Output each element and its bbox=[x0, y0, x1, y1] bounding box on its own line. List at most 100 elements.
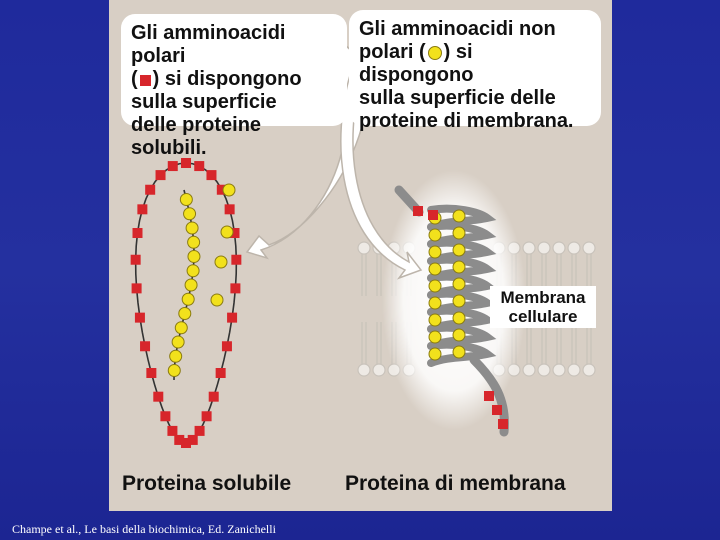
lipid-head bbox=[522, 363, 536, 377]
polar-residue bbox=[140, 341, 151, 352]
polar-residue bbox=[132, 228, 143, 238]
nonpolar-residue bbox=[428, 279, 442, 293]
polar-residue bbox=[155, 170, 166, 181]
nonpolar-residue bbox=[452, 226, 466, 240]
nonpolar-residue bbox=[167, 364, 181, 377]
helix-turn bbox=[427, 340, 497, 367]
polar-callout-line4: delle proteine solubili. bbox=[131, 114, 262, 159]
nonpolar-residue bbox=[452, 243, 466, 257]
membrane-protein-helix bbox=[394, 185, 509, 437]
polar-residue bbox=[215, 368, 226, 378]
nonpolar-residue bbox=[452, 311, 466, 325]
figure-panel: Gli amminoacidi polari () si dispongono … bbox=[109, 0, 612, 511]
nonpolar-residue bbox=[181, 292, 195, 306]
polar-residue bbox=[130, 254, 141, 265]
nonpolar-callout-line3: sulla superficie delle bbox=[359, 87, 556, 109]
lipid-head bbox=[567, 241, 581, 255]
nonpolar-residue bbox=[187, 250, 201, 263]
polar-residue bbox=[194, 161, 205, 172]
polar-residue bbox=[194, 425, 205, 436]
nonpolar-callout-line2: polari () si dispongono bbox=[359, 41, 591, 87]
lipid-head bbox=[552, 363, 566, 377]
polar-residue bbox=[221, 341, 232, 352]
polar-residue bbox=[131, 283, 142, 294]
membrane-protein-caption: Proteina di membrana bbox=[345, 472, 566, 495]
polar-residue bbox=[187, 434, 198, 445]
nonpolar-residue bbox=[179, 193, 193, 206]
polar-callout-line3: sulla superficie bbox=[131, 91, 277, 113]
nonpolar-residue bbox=[428, 262, 442, 276]
nonpolar-residue bbox=[178, 307, 192, 320]
nonpolar-callout-line1: Gli amminoacidi non bbox=[359, 18, 556, 40]
nonpolar-residue bbox=[428, 245, 442, 259]
polar-residue bbox=[230, 283, 241, 294]
nonpolar-residue bbox=[452, 209, 466, 223]
yellow-circle-icon bbox=[427, 46, 442, 60]
polar-residue bbox=[428, 210, 438, 220]
polar-residue bbox=[145, 184, 156, 195]
polar-residue bbox=[137, 204, 148, 215]
polar-residue bbox=[146, 368, 157, 378]
polar-residue bbox=[181, 438, 191, 448]
polar-callout-paren: ( bbox=[131, 68, 138, 90]
nonpolar-residue bbox=[428, 347, 442, 361]
polar-residue bbox=[413, 206, 423, 216]
polar-callout-line2-text: ) si dispongono bbox=[152, 68, 302, 90]
nonpolar-residue bbox=[185, 221, 199, 235]
polar-residue bbox=[216, 184, 227, 195]
polar-residue bbox=[227, 312, 238, 323]
lipid-head bbox=[522, 241, 536, 255]
soluble-protein-caption: Proteina solubile bbox=[122, 472, 292, 495]
lipid-head bbox=[537, 363, 551, 377]
polar-residue bbox=[229, 228, 240, 238]
lipid-head bbox=[372, 363, 386, 377]
nonpolar-residue bbox=[452, 277, 466, 291]
lipid-head bbox=[552, 241, 566, 255]
nonpolar-callout: Gli amminoacidi non polari () si dispong… bbox=[349, 10, 601, 132]
polar-residue bbox=[167, 425, 178, 436]
lipid-head bbox=[357, 363, 371, 377]
polar-callout-line1: Gli amminoacidi polari bbox=[131, 22, 286, 67]
polar-residue bbox=[224, 204, 235, 215]
polar-callout: Gli amminoacidi polari () si dispongono … bbox=[121, 14, 347, 159]
polar-residue bbox=[134, 312, 145, 323]
nonpolar-residue bbox=[174, 321, 188, 335]
nonpolar-residue bbox=[452, 345, 466, 359]
nonpolar-residue bbox=[452, 260, 466, 274]
membrane-label: Membrana cellulare bbox=[490, 286, 596, 328]
nonpolar-residue bbox=[428, 313, 442, 327]
polar-residue bbox=[231, 254, 242, 265]
polar-residue bbox=[160, 411, 171, 422]
nonpolar-residue bbox=[187, 235, 201, 249]
nonpolar-residue bbox=[183, 207, 197, 221]
nonpolar-residue bbox=[171, 335, 185, 349]
soluble-protein-chain bbox=[130, 158, 242, 448]
polar-residue bbox=[492, 405, 502, 415]
polar-residue bbox=[167, 161, 178, 172]
nonpolar-residue bbox=[428, 228, 442, 242]
lipid-head bbox=[582, 363, 596, 377]
polar-callout-line2: ( ) si dispongono bbox=[131, 68, 337, 91]
nonpolar-residue bbox=[220, 225, 234, 239]
nonpolar-residue bbox=[214, 255, 228, 269]
nonpolar-callout-paren: polari ( bbox=[359, 41, 426, 63]
lipid-head bbox=[567, 363, 581, 377]
source-credit: Champe et al., Le basi della biochimica,… bbox=[12, 522, 276, 536]
polar-residue bbox=[153, 391, 164, 402]
nonpolar-residue bbox=[210, 293, 224, 307]
nonpolar-callout-line2-text: ) si dispongono bbox=[359, 41, 474, 86]
nonpolar-residue bbox=[222, 183, 236, 197]
polar-residue bbox=[498, 419, 508, 429]
nonpolar-residue bbox=[452, 294, 466, 308]
polar-residue bbox=[201, 411, 212, 422]
polar-residue bbox=[181, 158, 191, 168]
nonpolar-residue bbox=[428, 330, 442, 344]
nonpolar-residue bbox=[186, 264, 200, 278]
nonpolar-callout-line4: proteine di membrana. bbox=[359, 110, 574, 132]
polar-residue bbox=[174, 434, 185, 445]
right-callout-arrow bbox=[340, 59, 423, 280]
nonpolar-residue bbox=[169, 349, 183, 363]
red-square-icon bbox=[139, 75, 151, 86]
lipid-head bbox=[582, 241, 596, 255]
polar-residue bbox=[208, 391, 219, 402]
